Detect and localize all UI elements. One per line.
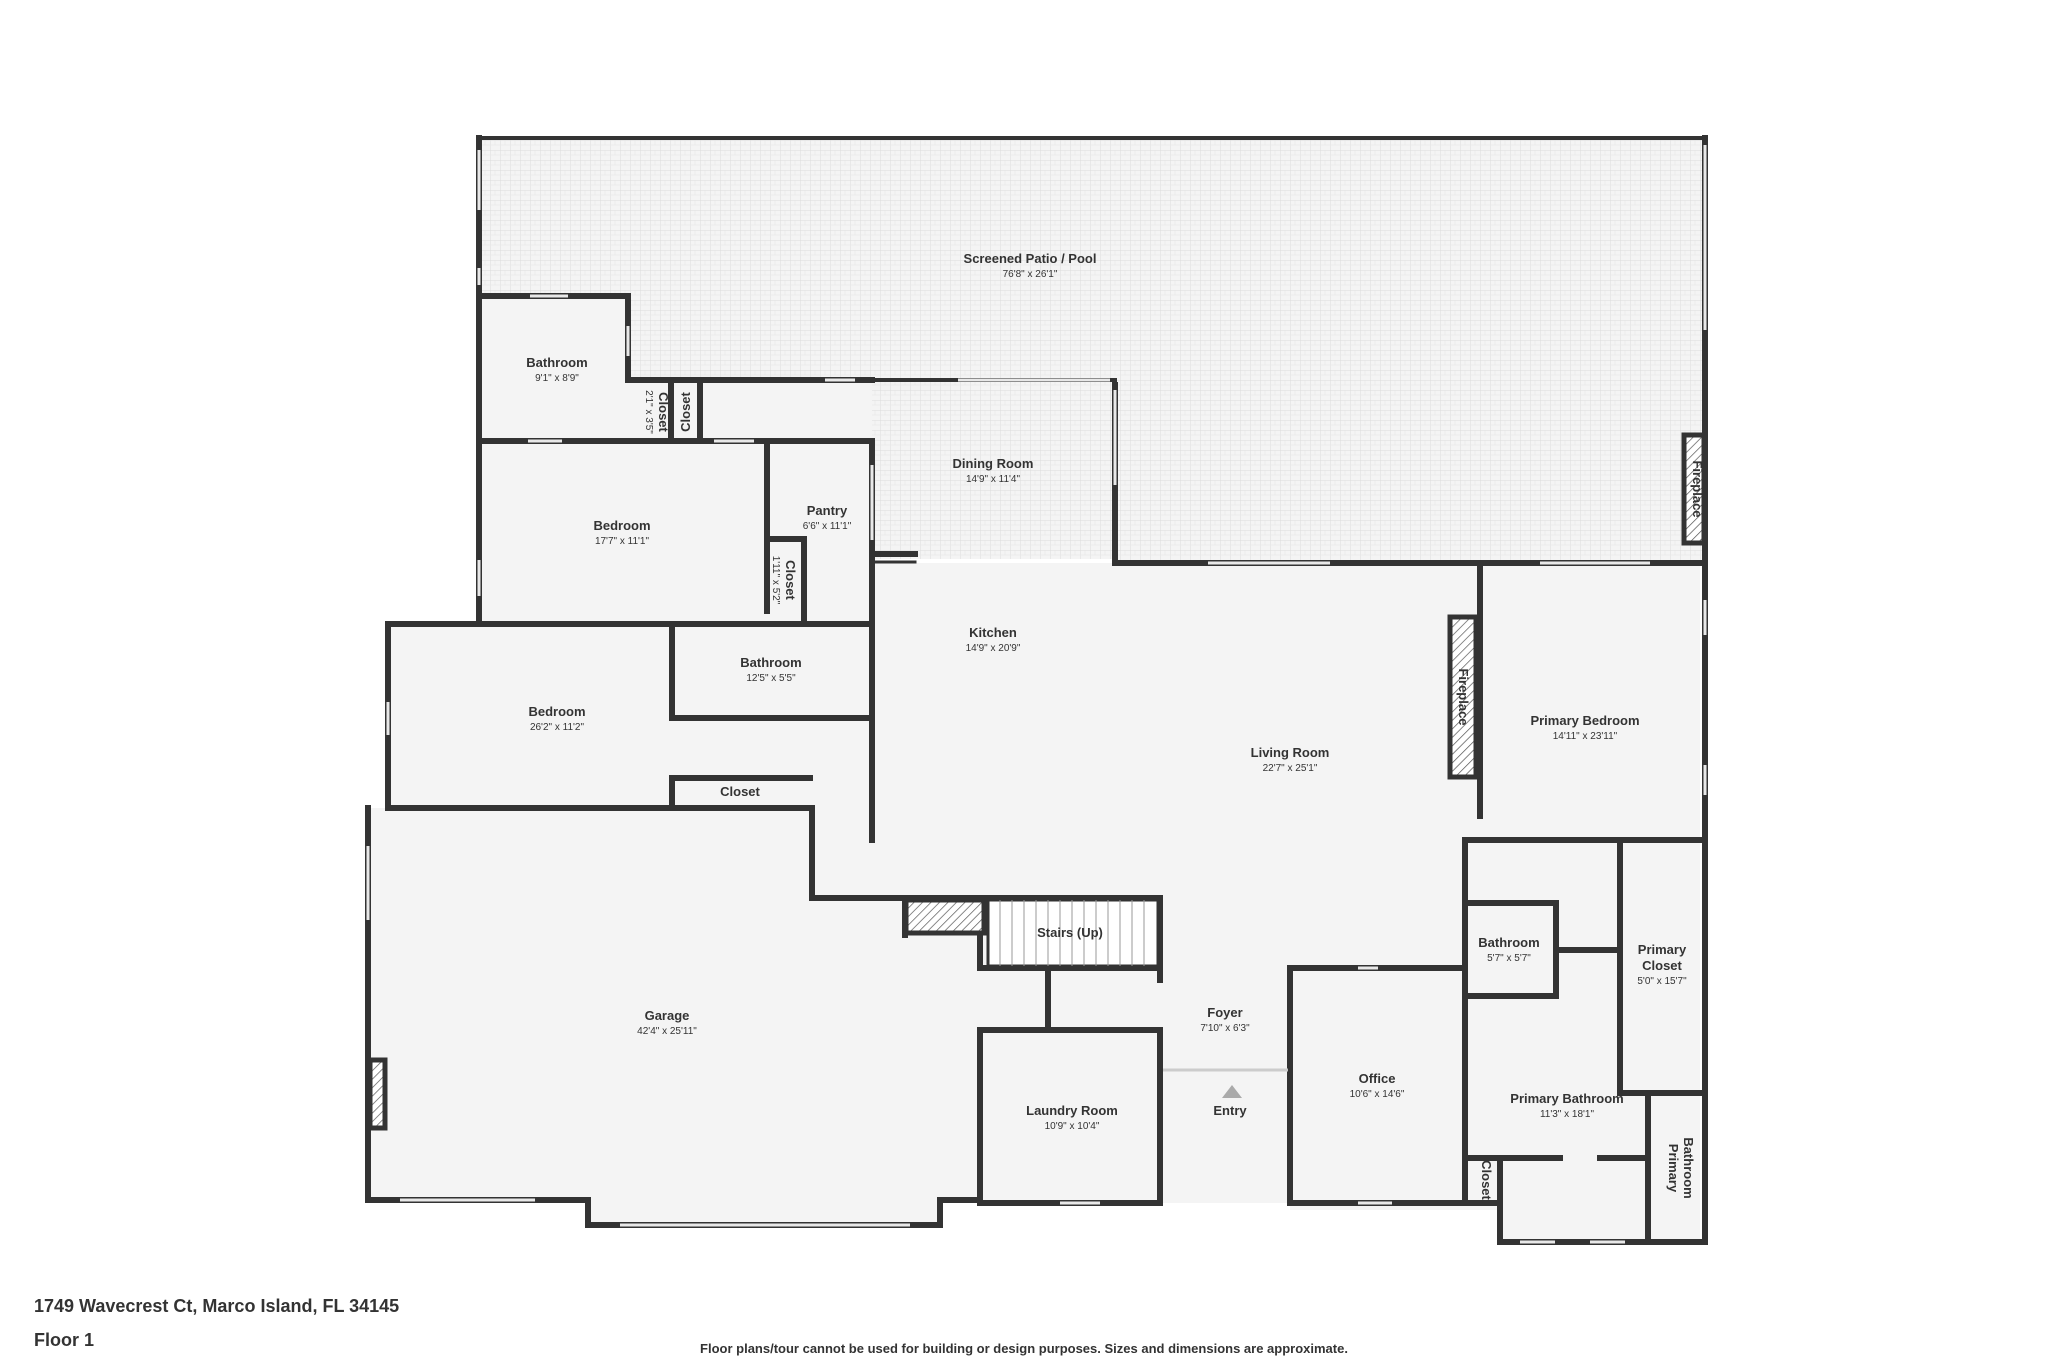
stairs: [986, 898, 1160, 968]
closet-label-2: Closet: [678, 391, 693, 431]
room-name-pantry: Pantry: [807, 503, 848, 518]
room-name-bath-small: Bathroom: [1478, 935, 1539, 950]
room-name-bath-nw: Bathroom: [526, 355, 587, 370]
room-dim-pantry: 6'6" x 11'1": [803, 521, 852, 532]
closet-label-pantry: Closet: [783, 560, 798, 600]
fireplaces: [367, 432, 1707, 1131]
fireplace-label-living: Fireplace: [1456, 668, 1471, 725]
room-dim-primary-bedroom: 14'11" x 23'11": [1553, 731, 1618, 742]
room-name-office: Office: [1359, 1071, 1396, 1086]
room-name-primary-bedroom: Primary Bedroom: [1530, 713, 1639, 728]
room-name-bedroom-2: Bedroom: [528, 704, 585, 719]
room-name-patio: Screened Patio / Pool: [964, 251, 1097, 266]
room-dim-office: 10'6" x 14'6": [1350, 1089, 1405, 1100]
room-name-living: Living Room: [1251, 745, 1330, 760]
room-name-primary-bath: Primary Bathroom: [1510, 1091, 1623, 1106]
floor-label: Floor 1: [34, 1330, 95, 1350]
room-name-foyer: Foyer: [1207, 1005, 1242, 1020]
room-name-stairs: Stairs (Up): [1037, 925, 1103, 940]
room-dim-bath-nw: 9'1" x 8'9": [535, 373, 579, 384]
room-dim-foyer: 7'10" x 6'3": [1200, 1023, 1250, 1034]
closet-dim-small: 2'1" x 3'5": [643, 390, 654, 434]
house-floor: [368, 296, 1700, 1240]
room-labels: Screened Patio / Pool 76'8" x 26'1" Bath…: [526, 251, 1705, 1201]
room-dim-laundry: 10'9" x 10'4": [1045, 1121, 1100, 1132]
fireplace-label-patio: Fireplace: [1690, 460, 1705, 517]
room-name-primary-bath2-2: Bathroom: [1681, 1137, 1696, 1198]
room-dim-garage: 42'4" x 25'11": [637, 1026, 697, 1037]
room-name-primary-bath2-1: Primary: [1666, 1144, 1681, 1193]
disclaimer-text: Floor plans/tour cannot be used for buil…: [700, 1341, 1348, 1356]
room-dim-patio: 76'8" x 26'1": [1003, 269, 1058, 280]
room-dim-bath-mid: 12'5" x 5'5": [746, 673, 796, 684]
closet-label-bedroom-2: Closet: [720, 784, 760, 799]
closet-label-office: Closet: [1479, 1160, 1494, 1200]
room-name-garage: Garage: [645, 1008, 690, 1023]
windows: [366, 145, 1707, 1244]
room-dim-primary-bath: 11'3" x 18'1": [1540, 1109, 1595, 1120]
closet-label-small: Closet: [656, 392, 671, 432]
room-dim-bath-small: 5'7" x 5'7": [1487, 953, 1531, 964]
property-address: 1749 Wavecrest Ct, Marco Island, FL 3414…: [34, 1296, 400, 1316]
entry-label: Entry: [1213, 1103, 1247, 1118]
room-name-primary-closet-2: Closet: [1642, 958, 1682, 973]
room-dim-bedroom-1: 17'7" x 11'1": [595, 536, 650, 547]
room-dim-dining: 14'9" x 11'4": [966, 474, 1021, 485]
room-name-laundry: Laundry Room: [1026, 1103, 1118, 1118]
room-name-dining: Dining Room: [953, 456, 1034, 471]
closet-dim-pantry: 1'11" x 5'2": [770, 556, 781, 605]
room-name-primary-closet-1: Primary: [1638, 942, 1687, 957]
room-dim-bedroom-2: 26'2" x 11'2": [530, 722, 585, 733]
room-name-bedroom-1: Bedroom: [593, 518, 650, 533]
room-dim-primary-closet: 5'0" x 15'7": [1637, 976, 1687, 987]
room-name-bath-mid: Bathroom: [740, 655, 801, 670]
room-name-kitchen: Kitchen: [969, 625, 1017, 640]
room-dim-living: 22'7" x 25'1": [1263, 763, 1318, 774]
entry-arrow-icon: [1222, 1085, 1242, 1098]
room-dim-kitchen: 14'9" x 20'9": [966, 643, 1021, 654]
